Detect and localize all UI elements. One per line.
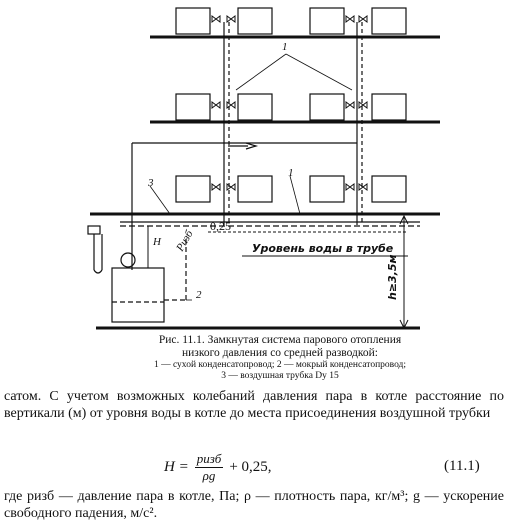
formula-numerator: pизб	[194, 451, 224, 468]
formula-fraction: pизб ρg	[194, 451, 224, 484]
callout-1-top: 1	[282, 41, 288, 53]
left-loop	[87, 225, 103, 274]
formula-rhs: + 0,25,	[229, 459, 272, 475]
water-level-label: Уровень воды в трубе	[252, 242, 394, 255]
formula-lhs: H =	[164, 459, 189, 475]
caption-line-2: низкого давления со средней разводкой:	[181, 347, 378, 359]
dim-pizb-label: Ризб	[174, 228, 196, 254]
caption-line-3: 1 — сухой конденсатопровод; 2 — мокрый к…	[153, 360, 407, 370]
caption-line-4: 3 — воздушная трубка Dу 15	[221, 371, 339, 381]
heating-system-diagram: 1 1 2 3 H 0,25 Ризб Уровень воды в трубе…	[87, 7, 440, 330]
steam-main	[120, 142, 420, 270]
callout-leaders	[149, 53, 353, 301]
risers	[223, 22, 363, 225]
dim-025-label: 0,25	[210, 219, 231, 233]
dimensions	[147, 214, 409, 330]
dim-H-label: H	[152, 236, 162, 248]
figure-caption: Рис. 11.1. Замкнутая система парового от…	[60, 334, 500, 382]
radiator-valves	[211, 15, 368, 191]
paragraph-2: где pизб — давление пара в котле, Па; ρ …	[4, 489, 504, 521]
radiator-row-middle	[150, 93, 440, 124]
formula-denominator: ρg	[202, 468, 216, 483]
boiler	[111, 236, 187, 323]
paragraph-1: сатом. С учетом возможных колебаний давл…	[4, 389, 504, 421]
radiator-row-top	[150, 7, 440, 39]
caption-line-1: Рис. 11.1. Замкнутая система парового от…	[158, 334, 402, 346]
callout-3: 3	[147, 177, 154, 189]
radiator-row-lower	[90, 175, 440, 216]
dim-h-label: h≥3,5м	[386, 254, 399, 300]
formula-11-1: H = pизб ρg + 0,25, (11.1)	[0, 446, 507, 486]
formula-number: (11.1)	[444, 458, 480, 474]
callout-2: 2	[196, 289, 202, 301]
callout-1-mid: 1	[288, 167, 294, 179]
